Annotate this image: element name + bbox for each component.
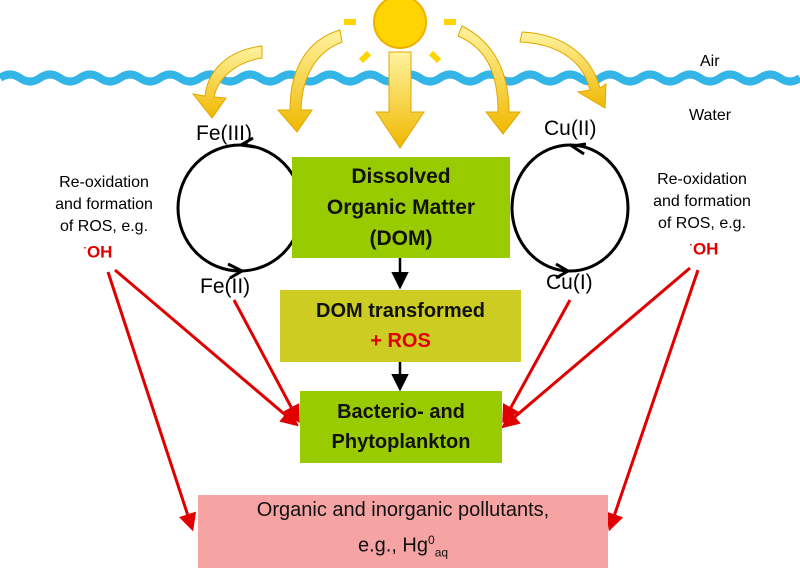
radical-oh-left: OH: [86, 242, 113, 262]
reoxidation-left-radical: ·OH: [26, 238, 170, 264]
air-label: Air: [700, 53, 720, 70]
pollutants-box: Organic and inorganic pollutants, e.g., …: [198, 495, 608, 568]
sunlight-arrow-right-outer-icon: [519, 31, 607, 109]
water-label: Water: [689, 107, 732, 124]
red-arrow-oh-right-to-plankton: [501, 266, 691, 429]
sunlight-arrow-left-inner-icon: [276, 29, 343, 133]
hg-superscript: 0: [428, 533, 435, 548]
plankton-line2: Phytoplankton: [331, 431, 471, 453]
reoxidation-right-line1: Re-oxidation: [657, 171, 747, 188]
cu-redox-cycle-icon: [510, 142, 630, 280]
fe2-label: Fe(II): [200, 275, 251, 298]
radical-dot-right: ·: [689, 240, 693, 251]
dom-box-line3: (DOM): [369, 227, 433, 250]
dom-box: Dissolved Organic Matter (DOM): [292, 157, 510, 258]
dom-transformed-line2: + ROS: [370, 330, 431, 352]
plankton-box: Bacterio- and Phytoplankton: [300, 391, 502, 463]
reoxidation-right-line2: and formation: [653, 193, 751, 210]
red-arrow-fe2-to-plankton: [232, 299, 300, 424]
red-arrow-oh-left-to-pollutants: [106, 271, 197, 532]
fe-redox-cycle-icon: [176, 136, 304, 280]
hg-subscript: aq: [434, 545, 449, 560]
dom-transformed-box: DOM transformed + ROS: [280, 290, 521, 362]
dom-box-line1: Dissolved: [351, 165, 451, 188]
dom-transformed-line1: DOM transformed: [316, 300, 485, 322]
pollutants-line2: e.g., Hg0aq: [358, 525, 448, 568]
cu2-label: Cu(II): [544, 117, 597, 140]
reoxidation-left-text: Re-oxidation and formation of ROS, e.g. …: [38, 172, 170, 264]
sunlight-arrow-right-inner-icon: [457, 25, 522, 135]
pollutants-line1: Organic and inorganic pollutants,: [256, 499, 550, 522]
radical-oh-right: OH: [692, 239, 719, 259]
pollutants-example: e.g., Hg: [357, 534, 428, 557]
dom-box-line2: Organic Matter: [326, 196, 476, 219]
reoxidation-right-line3: of ROS, e.g.: [657, 215, 747, 232]
cu1-label: Cu(I): [546, 271, 593, 294]
radical-dot-left: ·: [83, 243, 87, 254]
red-arrow-cu1-to-plankton: [502, 299, 572, 424]
reoxidation-right-radical: ·OH: [640, 235, 768, 261]
reoxidation-left-line3: of ROS, e.g.: [59, 218, 149, 235]
reoxidation-left-line2: and formation: [55, 196, 153, 213]
reoxidation-left-line1: Re-oxidation: [59, 174, 149, 191]
fe3-label: Fe(III): [196, 122, 252, 145]
plankton-line1: Bacterio- and: [337, 401, 465, 423]
sunlight-arrow-down-icon: [375, 51, 425, 149]
sun-icon: [344, 0, 456, 64]
red-arrow-oh-right-to-pollutants: [606, 269, 700, 532]
red-arrow-oh-left-to-plankton: [114, 268, 299, 427]
reoxidation-right-text: Re-oxidation and formation of ROS, e.g. …: [636, 169, 768, 261]
sunlight-arrow-left-outer-icon: [191, 45, 263, 119]
